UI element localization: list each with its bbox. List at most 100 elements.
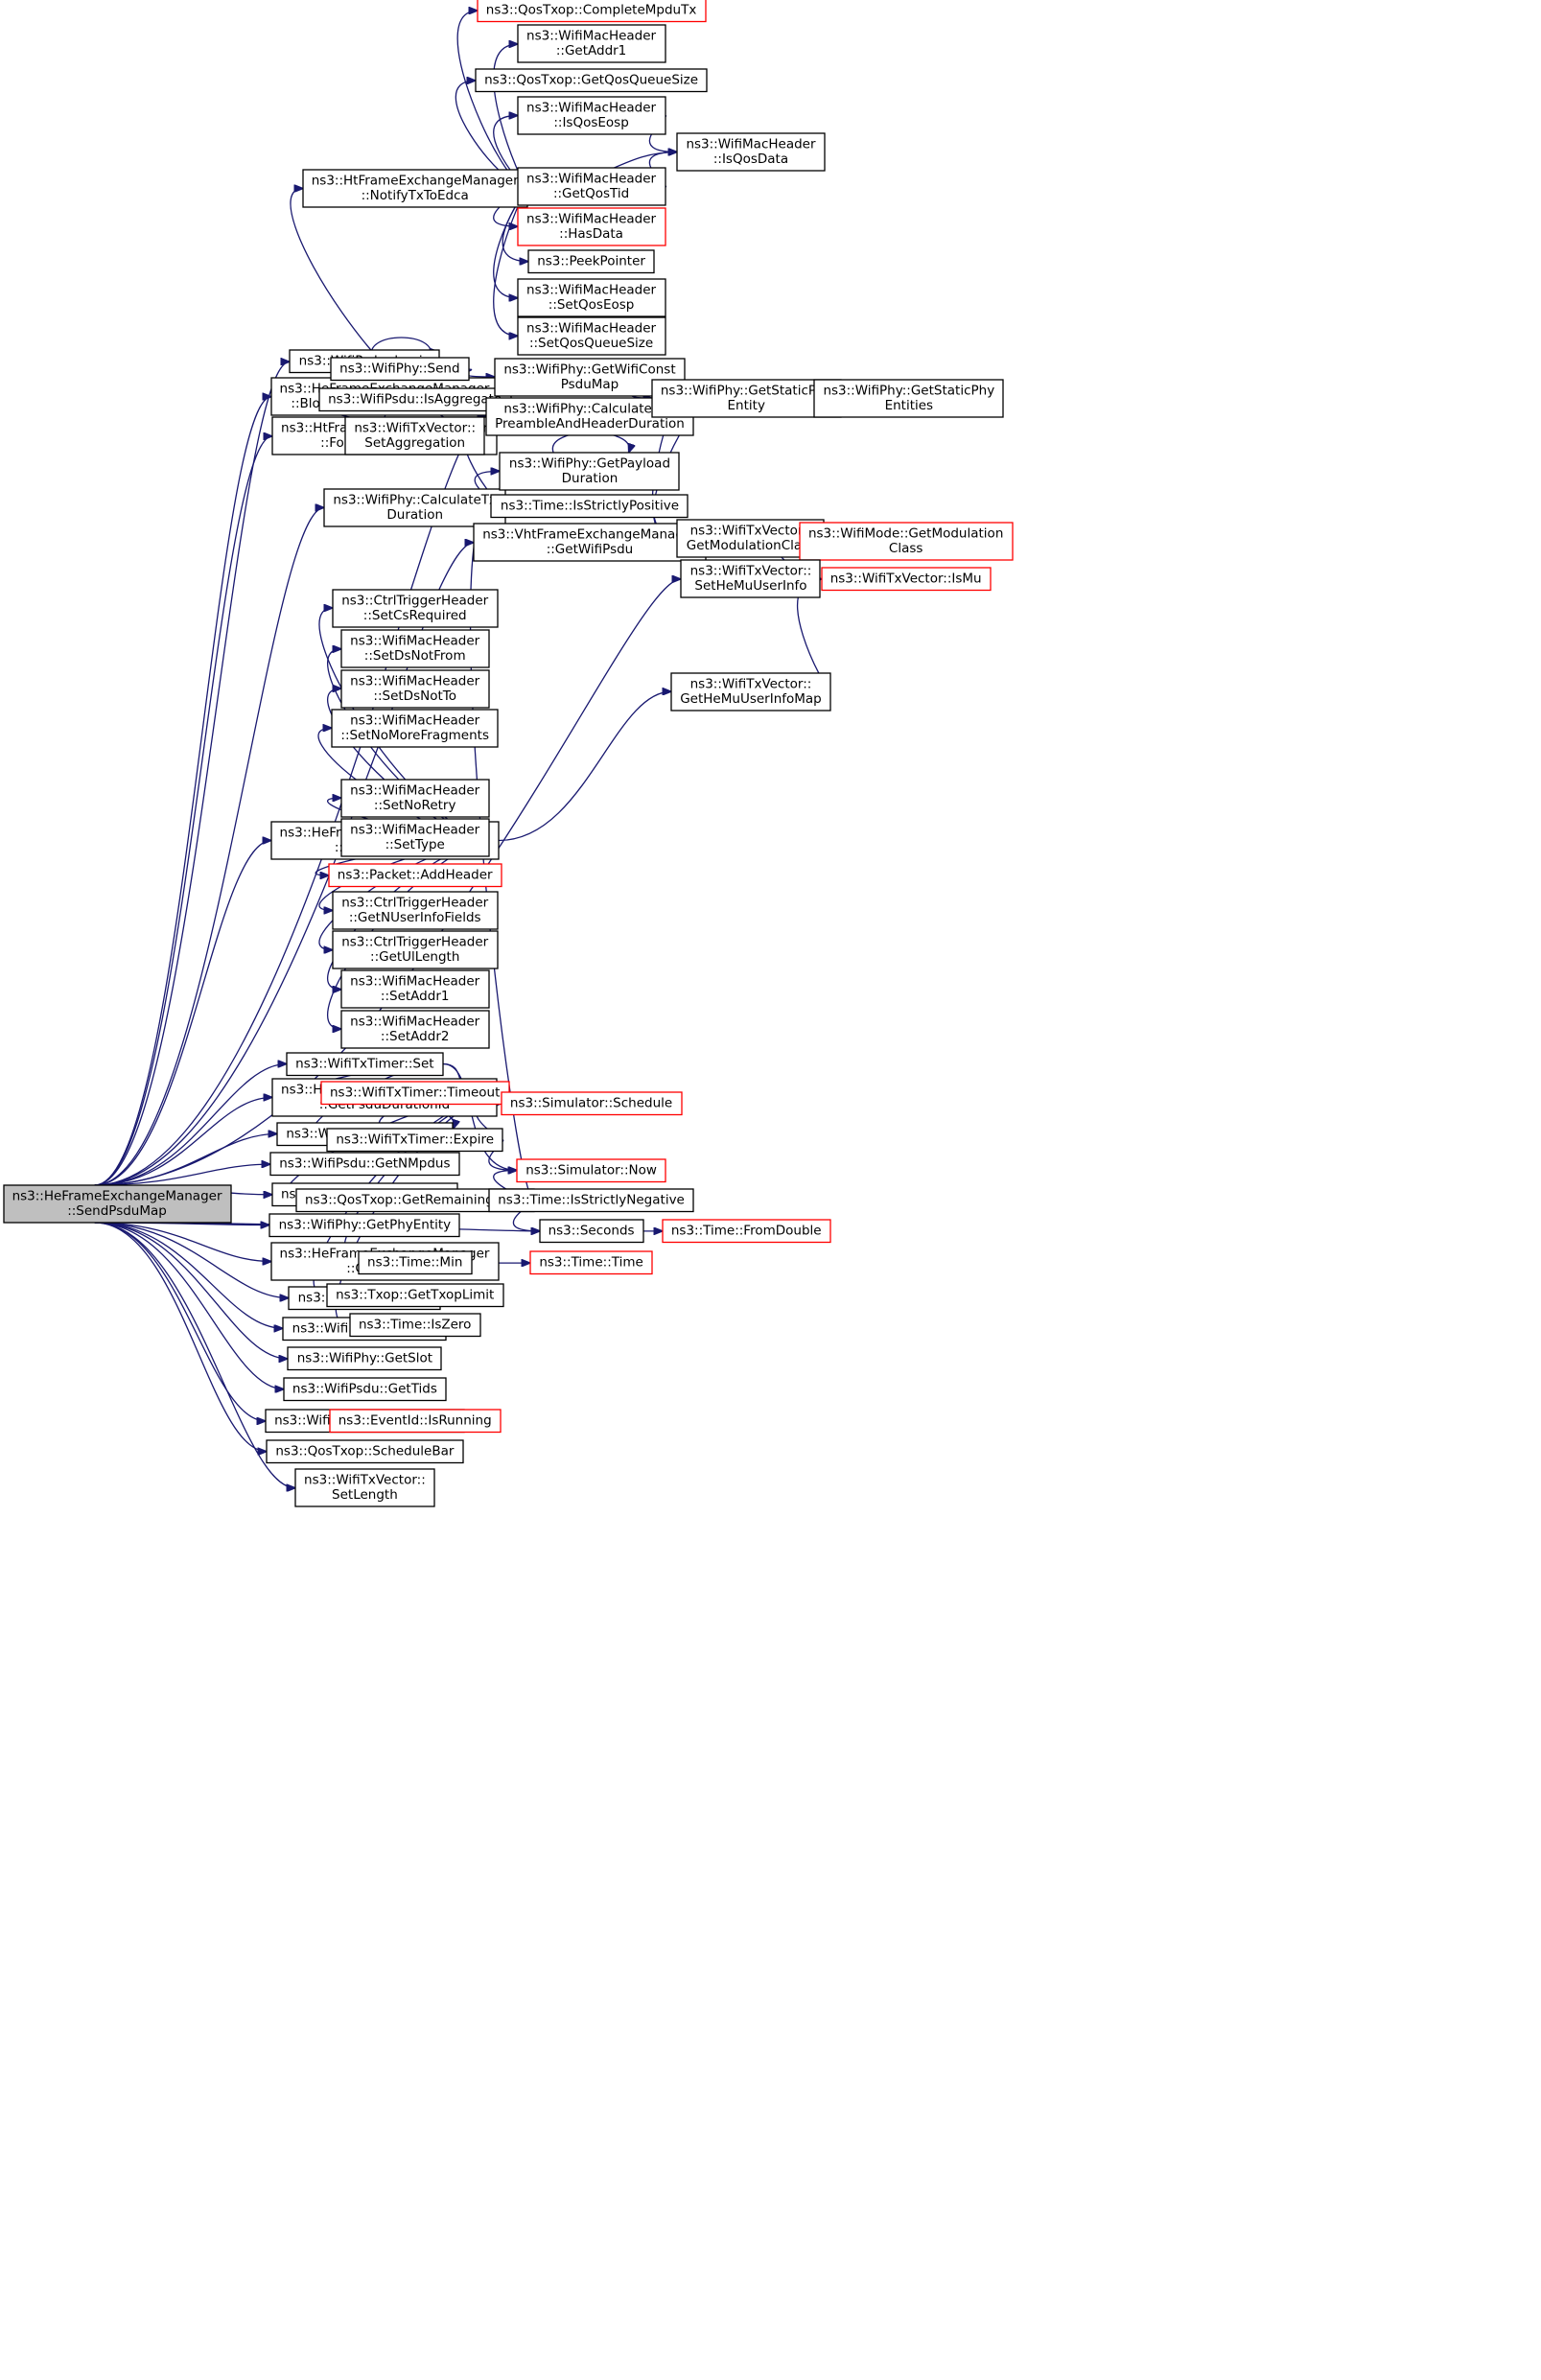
node-box[interactable]: [477, 0, 707, 23]
node-box[interactable]: [344, 416, 485, 455]
node-setheuser[interactable]: ns3::WifiTxVector::SetHeMuUserInfo: [680, 559, 821, 598]
node-setdsnotfrom[interactable]: ns3::WifiMacHeader::SetDsNotFrom: [340, 629, 490, 668]
node-isstrictlypos[interactable]: ns3::Time::IsStrictlyPositive: [490, 494, 689, 519]
node-box[interactable]: [799, 522, 1014, 561]
node-box[interactable]: [269, 1152, 460, 1177]
node-box[interactable]: [328, 863, 502, 888]
node-setlength[interactable]: ns3::WifiTxVector::SetLength: [294, 1468, 435, 1507]
node-box[interactable]: [517, 207, 666, 246]
node-box[interactable]: [340, 779, 490, 818]
node-box[interactable]: [358, 1250, 473, 1275]
node-setnoretry[interactable]: ns3::WifiMacHeader::SetNoRetry: [340, 779, 490, 818]
node-schedulebar[interactable]: ns3::QosTxop::ScheduleBar: [266, 1439, 464, 1464]
node-box[interactable]: [266, 1439, 464, 1464]
node-box[interactable]: [294, 1468, 435, 1507]
node-isqosdata[interactable]: ns3::WifiMacHeader::IsQosData: [676, 132, 826, 172]
node-box[interactable]: [662, 1219, 831, 1244]
node-expire[interactable]: ns3::WifiTxTimer::Expire: [326, 1128, 503, 1153]
node-box[interactable]: [517, 278, 666, 317]
node-box[interactable]: [821, 567, 992, 592]
node-box[interactable]: [340, 818, 490, 857]
node-setdsnotto[interactable]: ns3::WifiMacHeader::SetDsNotTo: [340, 669, 490, 709]
node-physend[interactable]: ns3::WifiPhy::Send: [330, 357, 470, 382]
node-box[interactable]: [323, 488, 506, 527]
node-box[interactable]: [517, 167, 666, 206]
node-box[interactable]: [490, 494, 689, 519]
node-setcsreq[interactable]: ns3::CtrlTriggerHeader::SetCsRequired: [332, 589, 499, 628]
node-box[interactable]: [517, 96, 666, 135]
node-getslot[interactable]: ns3::WifiPhy::GetSlot: [287, 1346, 442, 1371]
node-box[interactable]: [517, 316, 666, 356]
node-box[interactable]: [287, 1346, 442, 1371]
node-isqoseosp[interactable]: ns3::WifiMacHeader::IsQosEosp: [517, 96, 666, 135]
node-box[interactable]: [651, 379, 842, 418]
node-box[interactable]: [813, 379, 1004, 418]
node-completempdu[interactable]: ns3::QosTxop::CompleteMpduTx: [477, 0, 707, 23]
node-box[interactable]: [326, 1128, 503, 1153]
node-getremaining[interactable]: ns3::QosTxop::GetRemainingTxop: [295, 1188, 535, 1213]
node-addheader[interactable]: ns3::Packet::AddHeader: [328, 863, 502, 888]
node-setqoseosp[interactable]: ns3::WifiMacHeader::SetQosEosp: [517, 278, 666, 317]
node-peekpointer[interactable]: ns3::PeekPointer: [527, 249, 655, 274]
node-setaddr1[interactable]: ns3::WifiMacHeader::SetAddr1: [340, 969, 490, 1009]
node-setqosqueuesize[interactable]: ns3::WifiMacHeader::SetQosQueueSize: [517, 316, 666, 356]
node-box[interactable]: [283, 1377, 447, 1402]
node-getheusermap[interactable]: ns3::WifiTxVector::GetHeMuUserInfoMap: [670, 672, 831, 712]
node-box[interactable]: [286, 1052, 444, 1077]
node-box[interactable]: [488, 1188, 694, 1213]
node-box[interactable]: [330, 357, 470, 382]
node-box[interactable]: [527, 249, 655, 274]
node-txtimerset[interactable]: ns3::WifiTxTimer::Set: [286, 1052, 444, 1077]
node-now[interactable]: ns3::Simulator::Now: [516, 1158, 666, 1183]
node-ismu[interactable]: ns3::WifiTxVector::IsMu: [821, 567, 992, 592]
node-box[interactable]: [332, 891, 499, 930]
node-setnomorefrag[interactable]: ns3::WifiMacHeader::SetNoMoreFragments: [331, 709, 499, 748]
node-isaggregate[interactable]: ns3::WifiPsdu::IsAggregate: [318, 387, 512, 412]
node-getqosqueuesize[interactable]: ns3::QosTxop::GetQosQueueSize: [475, 68, 708, 93]
node-box[interactable]: [340, 1010, 490, 1049]
node-box[interactable]: [499, 452, 680, 491]
node-setaddr2[interactable]: ns3::WifiMacHeader::SetAddr2: [340, 1010, 490, 1049]
node-box[interactable]: [676, 132, 826, 172]
node-isstrictlyneg[interactable]: ns3::Time::IsStrictlyNegative: [488, 1188, 694, 1213]
node-box[interactable]: [329, 1409, 502, 1434]
node-box[interactable]: [517, 24, 666, 63]
node-box[interactable]: [3, 1184, 232, 1224]
node-root[interactable]: ns3::HeFrameExchangeManager::SendPsduMap: [3, 1184, 232, 1224]
node-getnmpdus[interactable]: ns3::WifiPsdu::GetNMpdus: [269, 1152, 460, 1177]
node-box[interactable]: [349, 1313, 481, 1338]
node-setaggregation[interactable]: ns3::WifiTxVector::SetAggregation: [344, 416, 485, 455]
node-hasdata[interactable]: ns3::WifiMacHeader::HasData: [517, 207, 666, 246]
node-seconds[interactable]: ns3::Seconds: [539, 1219, 644, 1244]
node-fromdouble[interactable]: ns3::Time::FromDouble: [662, 1219, 831, 1244]
node-box[interactable]: [269, 1213, 460, 1238]
node-gettxoplimit[interactable]: ns3::Txop::GetTxopLimit: [326, 1283, 504, 1308]
node-schedule[interactable]: ns3::Simulator::Schedule: [501, 1091, 683, 1116]
node-vhtgetwifipsdu[interactable]: ns3::VhtFrameExchangeManager::GetWifiPsd…: [473, 523, 707, 562]
node-box[interactable]: [332, 589, 499, 628]
node-iszero[interactable]: ns3::Time::IsZero: [349, 1313, 481, 1338]
node-timeout[interactable]: ns3::WifiTxTimer::Timeout: [320, 1081, 510, 1106]
node-box[interactable]: [670, 672, 831, 712]
node-box[interactable]: [331, 709, 499, 748]
node-modegetmod[interactable]: ns3::WifiMode::GetModulationClass: [799, 522, 1014, 561]
node-getnuser[interactable]: ns3::CtrlTriggerHeader::GetNUserInfoFiel…: [332, 891, 499, 930]
node-box[interactable]: [302, 169, 528, 208]
node-eventisrunning[interactable]: ns3::EventId::IsRunning: [329, 1409, 502, 1434]
node-box[interactable]: [332, 930, 499, 969]
node-getqostid[interactable]: ns3::WifiMacHeader::GetQosTid: [517, 167, 666, 206]
node-box[interactable]: [340, 969, 490, 1009]
node-getullength[interactable]: ns3::CtrlTriggerHeader::GetUlLength: [332, 930, 499, 969]
node-box[interactable]: [680, 559, 821, 598]
node-settype[interactable]: ns3::WifiMacHeader::SetType: [340, 818, 490, 857]
node-gettids[interactable]: ns3::WifiPsdu::GetTids: [283, 1377, 447, 1402]
node-notify[interactable]: ns3::HtFrameExchangeManager::NotifyTxToE…: [302, 169, 528, 208]
node-getphyentity[interactable]: ns3::WifiPhy::GetPhyEntity: [269, 1213, 460, 1238]
node-box[interactable]: [529, 1250, 653, 1275]
node-timemin[interactable]: ns3::Time::Min: [358, 1250, 473, 1275]
node-box[interactable]: [326, 1283, 504, 1308]
node-box[interactable]: [340, 669, 490, 709]
